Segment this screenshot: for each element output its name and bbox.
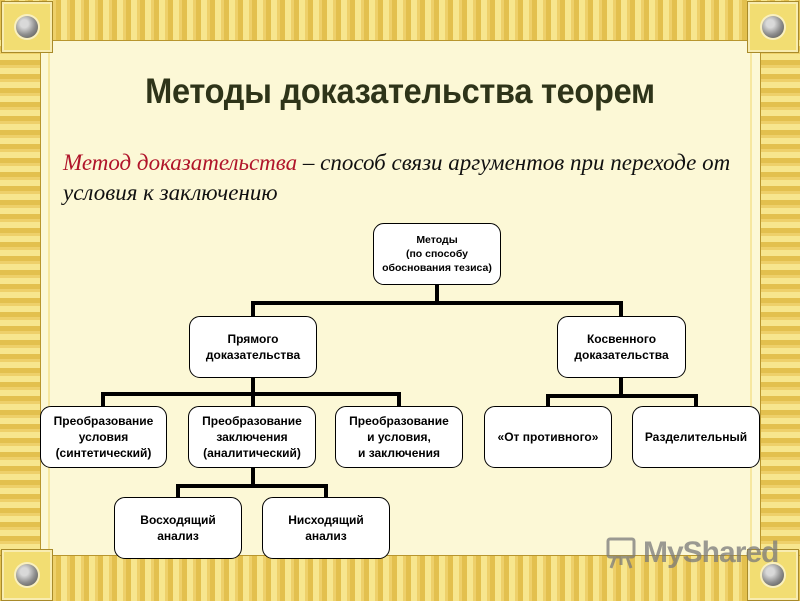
node-indirect-proof: Косвенного доказательства xyxy=(557,316,686,378)
definition-term: Метод доказательства xyxy=(63,150,298,175)
frame-corner-top-left xyxy=(1,1,53,53)
definition-rest: – способ связи аргументов при переходе о… xyxy=(63,150,731,205)
node-analytic: Преобразование заключения (аналитический… xyxy=(188,406,316,468)
corner-knob-icon xyxy=(16,16,38,38)
frame-left xyxy=(0,40,41,555)
definition-text: Метод доказательства – способ связи аргу… xyxy=(63,148,753,208)
watermark-text: MyShared xyxy=(643,536,779,569)
node-ascending: Восходящий анализ xyxy=(114,497,242,559)
node-root: Методы (по способу обоснования тезиса) xyxy=(373,223,501,285)
node-descending: Нисходящий анализ xyxy=(262,497,390,559)
corner-knob-icon xyxy=(762,16,784,38)
frame-corner-top-right xyxy=(747,1,799,53)
frame-right xyxy=(760,40,800,555)
watermark: MyShared xyxy=(605,536,779,570)
node-contrary: «От противного» xyxy=(484,406,612,468)
connector-indirect xyxy=(546,375,698,408)
presentation-board-icon xyxy=(606,537,636,569)
frame-corner-bottom-right xyxy=(747,549,799,601)
node-synthetic: Преобразование условия (синтетический) xyxy=(40,406,167,468)
node-separating: Разделительный xyxy=(632,406,760,468)
connector-root xyxy=(251,283,623,319)
node-both: Преобразование и условия, и заключения xyxy=(335,406,463,468)
connector-analytic xyxy=(176,465,328,499)
node-direct-proof: Прямого доказательства xyxy=(189,316,317,378)
corner-knob-icon xyxy=(16,564,38,586)
corner-knob-icon xyxy=(762,564,784,586)
slide-title: Методы доказательства теорем xyxy=(145,72,655,111)
frame-inner-border xyxy=(48,40,752,555)
frame-bottom xyxy=(0,555,800,601)
frame-corner-bottom-left xyxy=(1,549,53,601)
frame-top xyxy=(0,0,800,41)
connector-direct xyxy=(101,375,401,408)
